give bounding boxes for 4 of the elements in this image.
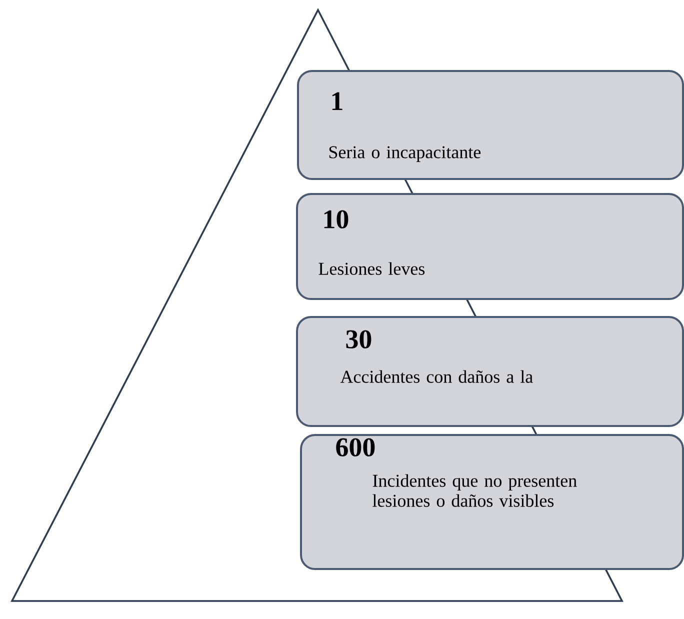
- level-box: 30 Accidentes con daños a la: [296, 316, 684, 427]
- level-box: 10 Lesiones leves: [296, 193, 684, 300]
- level-box: 600 Incidentes que no presenten lesiones o daños visibles: [300, 434, 684, 570]
- level-box: 1 Seria o incapacitante: [297, 70, 684, 180]
